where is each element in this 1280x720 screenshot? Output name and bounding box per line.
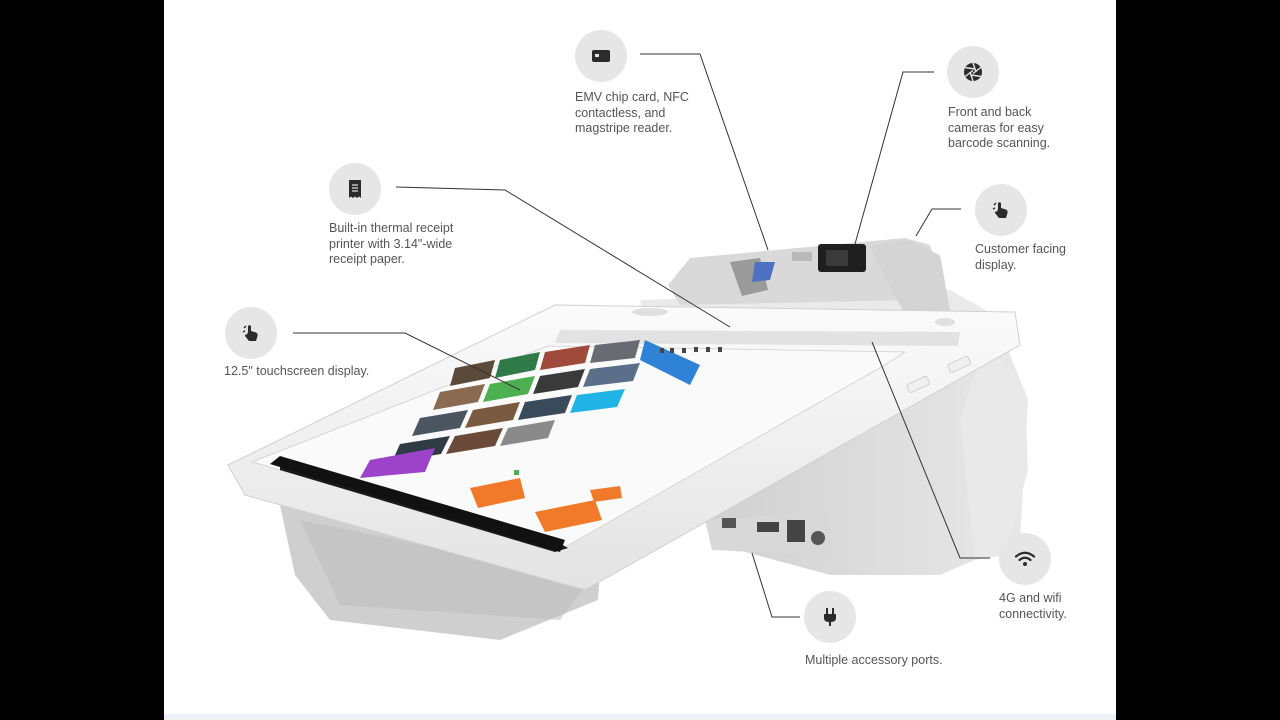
bottom-strip bbox=[164, 714, 1116, 720]
leader-lines bbox=[293, 53, 990, 618]
callout-cameras-label: Front and back cameras for easy barcode … bbox=[948, 105, 1051, 150]
callout-ports-label: Multiple accessory ports. bbox=[805, 653, 943, 667]
callout-printer-label: Built-in thermal receipt printer with 3.… bbox=[329, 221, 454, 266]
leader-ports bbox=[751, 552, 800, 618]
callout-card-reader-icon-circle bbox=[575, 30, 627, 82]
speaker-left bbox=[632, 308, 668, 316]
callout-card-reader-label: EMV chip card, NFC contactless, and mags… bbox=[575, 90, 689, 135]
product-tile-grid bbox=[360, 340, 700, 478]
leader-cameras bbox=[854, 71, 934, 245]
port-power bbox=[811, 531, 825, 545]
printer-paper-slot bbox=[555, 330, 960, 346]
receipt-icon bbox=[349, 180, 361, 198]
screen-button-save-ticket bbox=[470, 478, 525, 508]
leader-customer-display bbox=[915, 208, 961, 237]
callout-touchscreen-icon-circle bbox=[225, 307, 277, 359]
touch-gesture-icon bbox=[242, 325, 258, 341]
side-button-1 bbox=[906, 375, 930, 394]
port-hdmi bbox=[757, 522, 779, 532]
letterbox-left bbox=[0, 0, 164, 720]
callout-cameras-icon-circle bbox=[947, 46, 999, 98]
side-button-2 bbox=[947, 355, 971, 374]
touch-gesture-icon bbox=[992, 202, 1008, 218]
leader-printer bbox=[395, 186, 731, 328]
customer-display-housing bbox=[870, 240, 950, 315]
device-front-base-shadow bbox=[300, 520, 590, 620]
callout-connectivity-label: 4G and wifi connectivity. bbox=[999, 591, 1067, 621]
leader-touchscreen bbox=[293, 332, 521, 391]
letterbox-right bbox=[1116, 0, 1280, 720]
screen-button-small bbox=[590, 486, 622, 502]
leader-card-reader bbox=[640, 53, 769, 251]
screen-header-icons bbox=[660, 347, 722, 353]
power-plug-icon bbox=[824, 608, 836, 626]
wifi-icon bbox=[1014, 551, 1036, 566]
device-rear-side bbox=[960, 340, 1028, 560]
leader-connectivity bbox=[871, 341, 990, 559]
camera-aperture-icon bbox=[964, 62, 982, 82]
credit-card-icon bbox=[592, 50, 610, 62]
callout-connectivity-icon-circle bbox=[999, 533, 1051, 585]
connection-dot bbox=[514, 470, 519, 475]
callout-customer-display-label: Customer facing display. bbox=[975, 242, 1067, 272]
callout-customer-display-icon-circle bbox=[975, 184, 1027, 236]
port-usb bbox=[722, 518, 736, 528]
speaker-right bbox=[935, 318, 955, 326]
port-ethernet bbox=[787, 520, 805, 542]
callout-touchscreen-label: 12.5" touchscreen display. bbox=[224, 364, 370, 378]
callout-printer-icon-circle bbox=[329, 163, 381, 215]
screen-button-charge bbox=[535, 500, 602, 532]
device-rear-stand bbox=[690, 330, 1028, 575]
callout-ports-icon-circle bbox=[804, 591, 856, 643]
